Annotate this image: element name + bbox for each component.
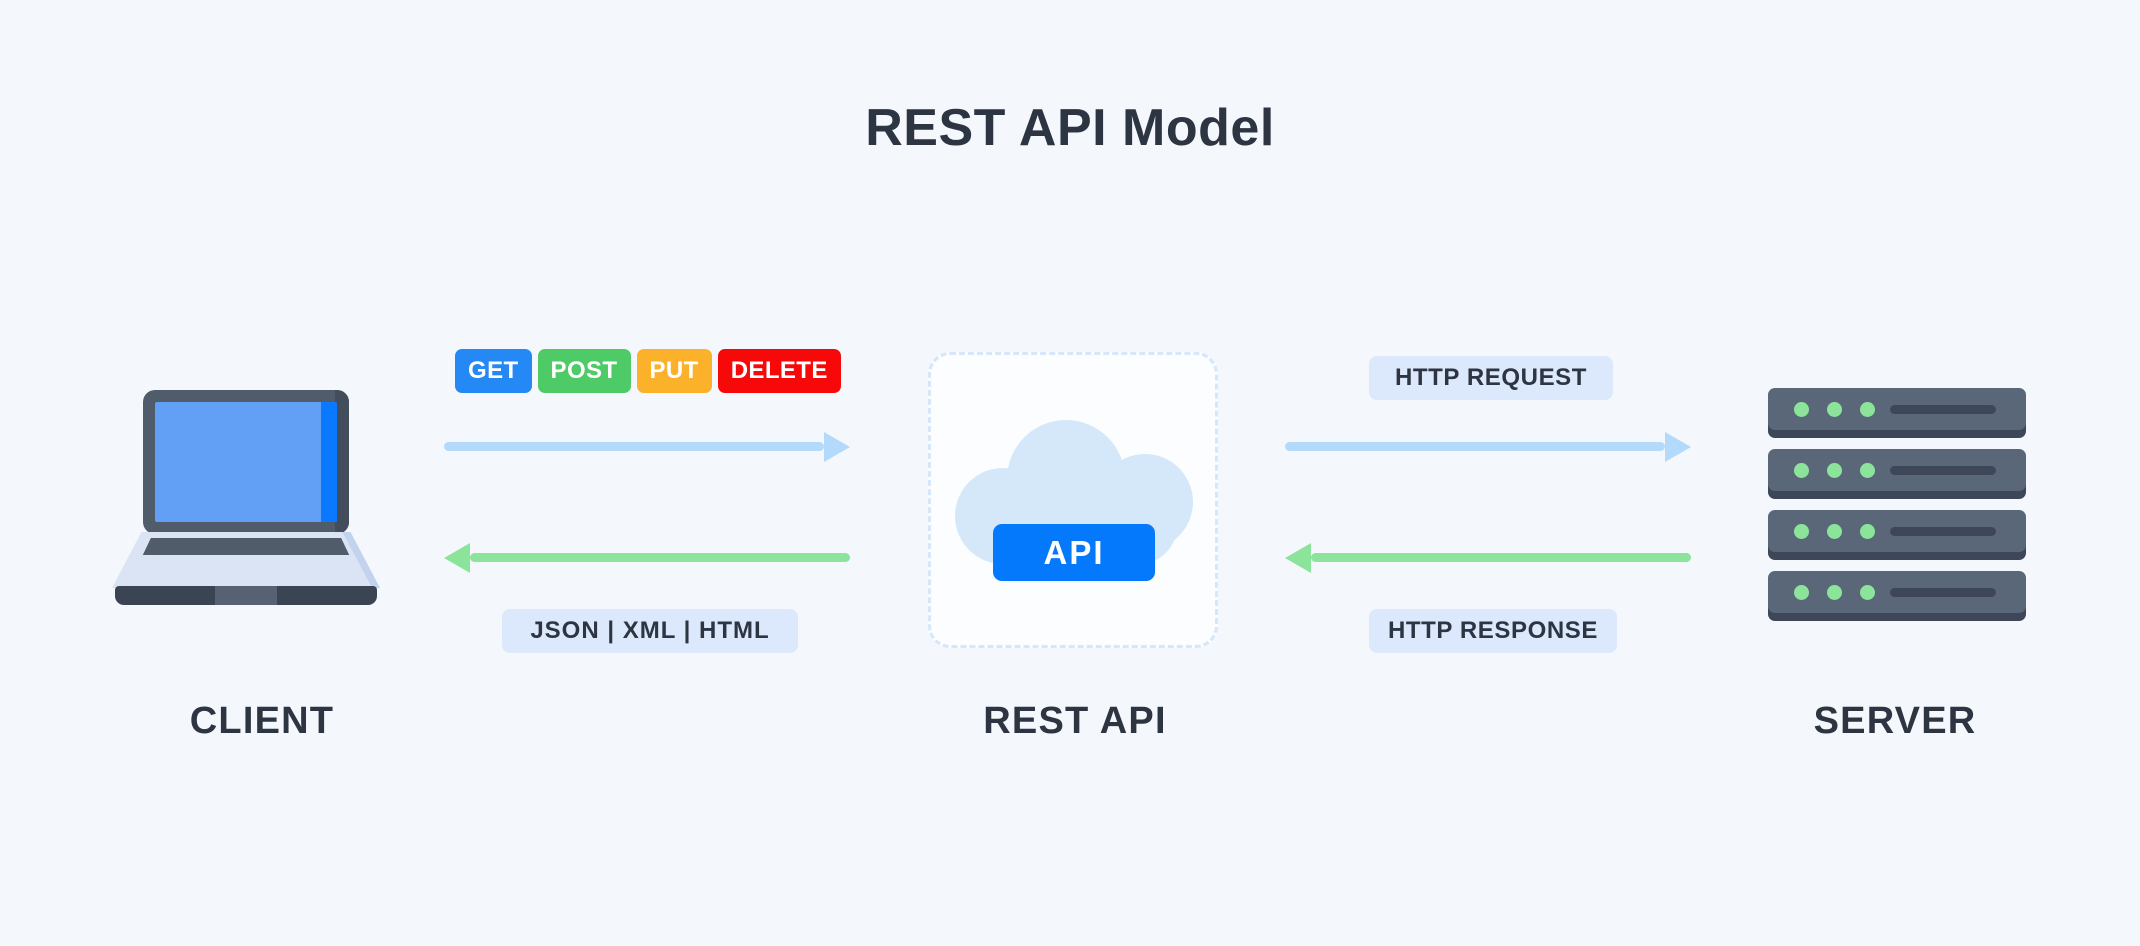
server-unit [1768,388,2026,438]
server-led-icon [1860,585,1875,600]
server-led-icon [1794,585,1809,600]
server-led-icon [1827,585,1842,600]
server-label: SERVER [1813,700,1977,742]
arrow-head-right-icon [824,432,850,462]
server-response-arrow [1285,541,1691,575]
server-led-icon [1860,524,1875,539]
arrow-shaft [1311,553,1691,562]
http-response-pill: HTTP RESPONSE [1369,609,1617,653]
method-badge-put[interactable]: PUT [636,349,712,393]
method-badge-get[interactable]: GET [455,349,532,393]
server-led-icon [1794,524,1809,539]
arrow-head-left-icon [444,543,470,573]
arrow-shaft [1285,442,1665,451]
server-unit-body [1768,388,2026,430]
http-request-pill: HTTP REQUEST [1369,356,1613,400]
http-method-badge-group: GET POST PUT DELETE [455,349,841,393]
laptop-keyboard [142,538,350,555]
laptop-lid [143,390,349,534]
server-led-icon [1827,463,1842,478]
server-stack-icon [1768,388,2026,621]
page-title: REST API Model [865,99,1275,157]
server-unit [1768,449,2026,499]
api-badge: API [993,524,1155,581]
rest-api-label: REST API [983,700,1167,742]
server-slot [1890,466,1996,475]
laptop-trackpad [215,586,277,605]
laptop-icon [112,390,380,615]
server-unit [1768,510,2026,560]
method-badge-post[interactable]: POST [537,349,631,393]
server-led-icon [1860,402,1875,417]
server-led-icon [1827,524,1842,539]
server-unit [1768,571,2026,621]
arrow-shaft [470,553,850,562]
server-led-icon [1827,402,1842,417]
server-slot [1890,527,1996,536]
server-led-icon [1860,463,1875,478]
arrow-head-left-icon [1285,543,1311,573]
server-request-arrow [1285,430,1691,464]
arrow-head-right-icon [1665,432,1691,462]
laptop-screen-accent [321,402,337,522]
response-formats-pill: JSON | XML | HTML [502,609,798,653]
server-led-icon [1794,463,1809,478]
server-unit-body [1768,510,2026,552]
client-request-arrow [444,430,850,464]
server-unit-body [1768,571,2026,613]
server-slot [1890,588,1996,597]
laptop-screen [155,402,337,522]
method-badge-delete[interactable]: DELETE [717,349,841,393]
client-label: CLIENT [189,700,335,742]
server-slot [1890,405,1996,414]
server-led-icon [1794,402,1809,417]
laptop-lid-edge [335,390,349,534]
server-unit-body [1768,449,2026,491]
arrow-shaft [444,442,824,451]
client-response-arrow [444,541,850,575]
